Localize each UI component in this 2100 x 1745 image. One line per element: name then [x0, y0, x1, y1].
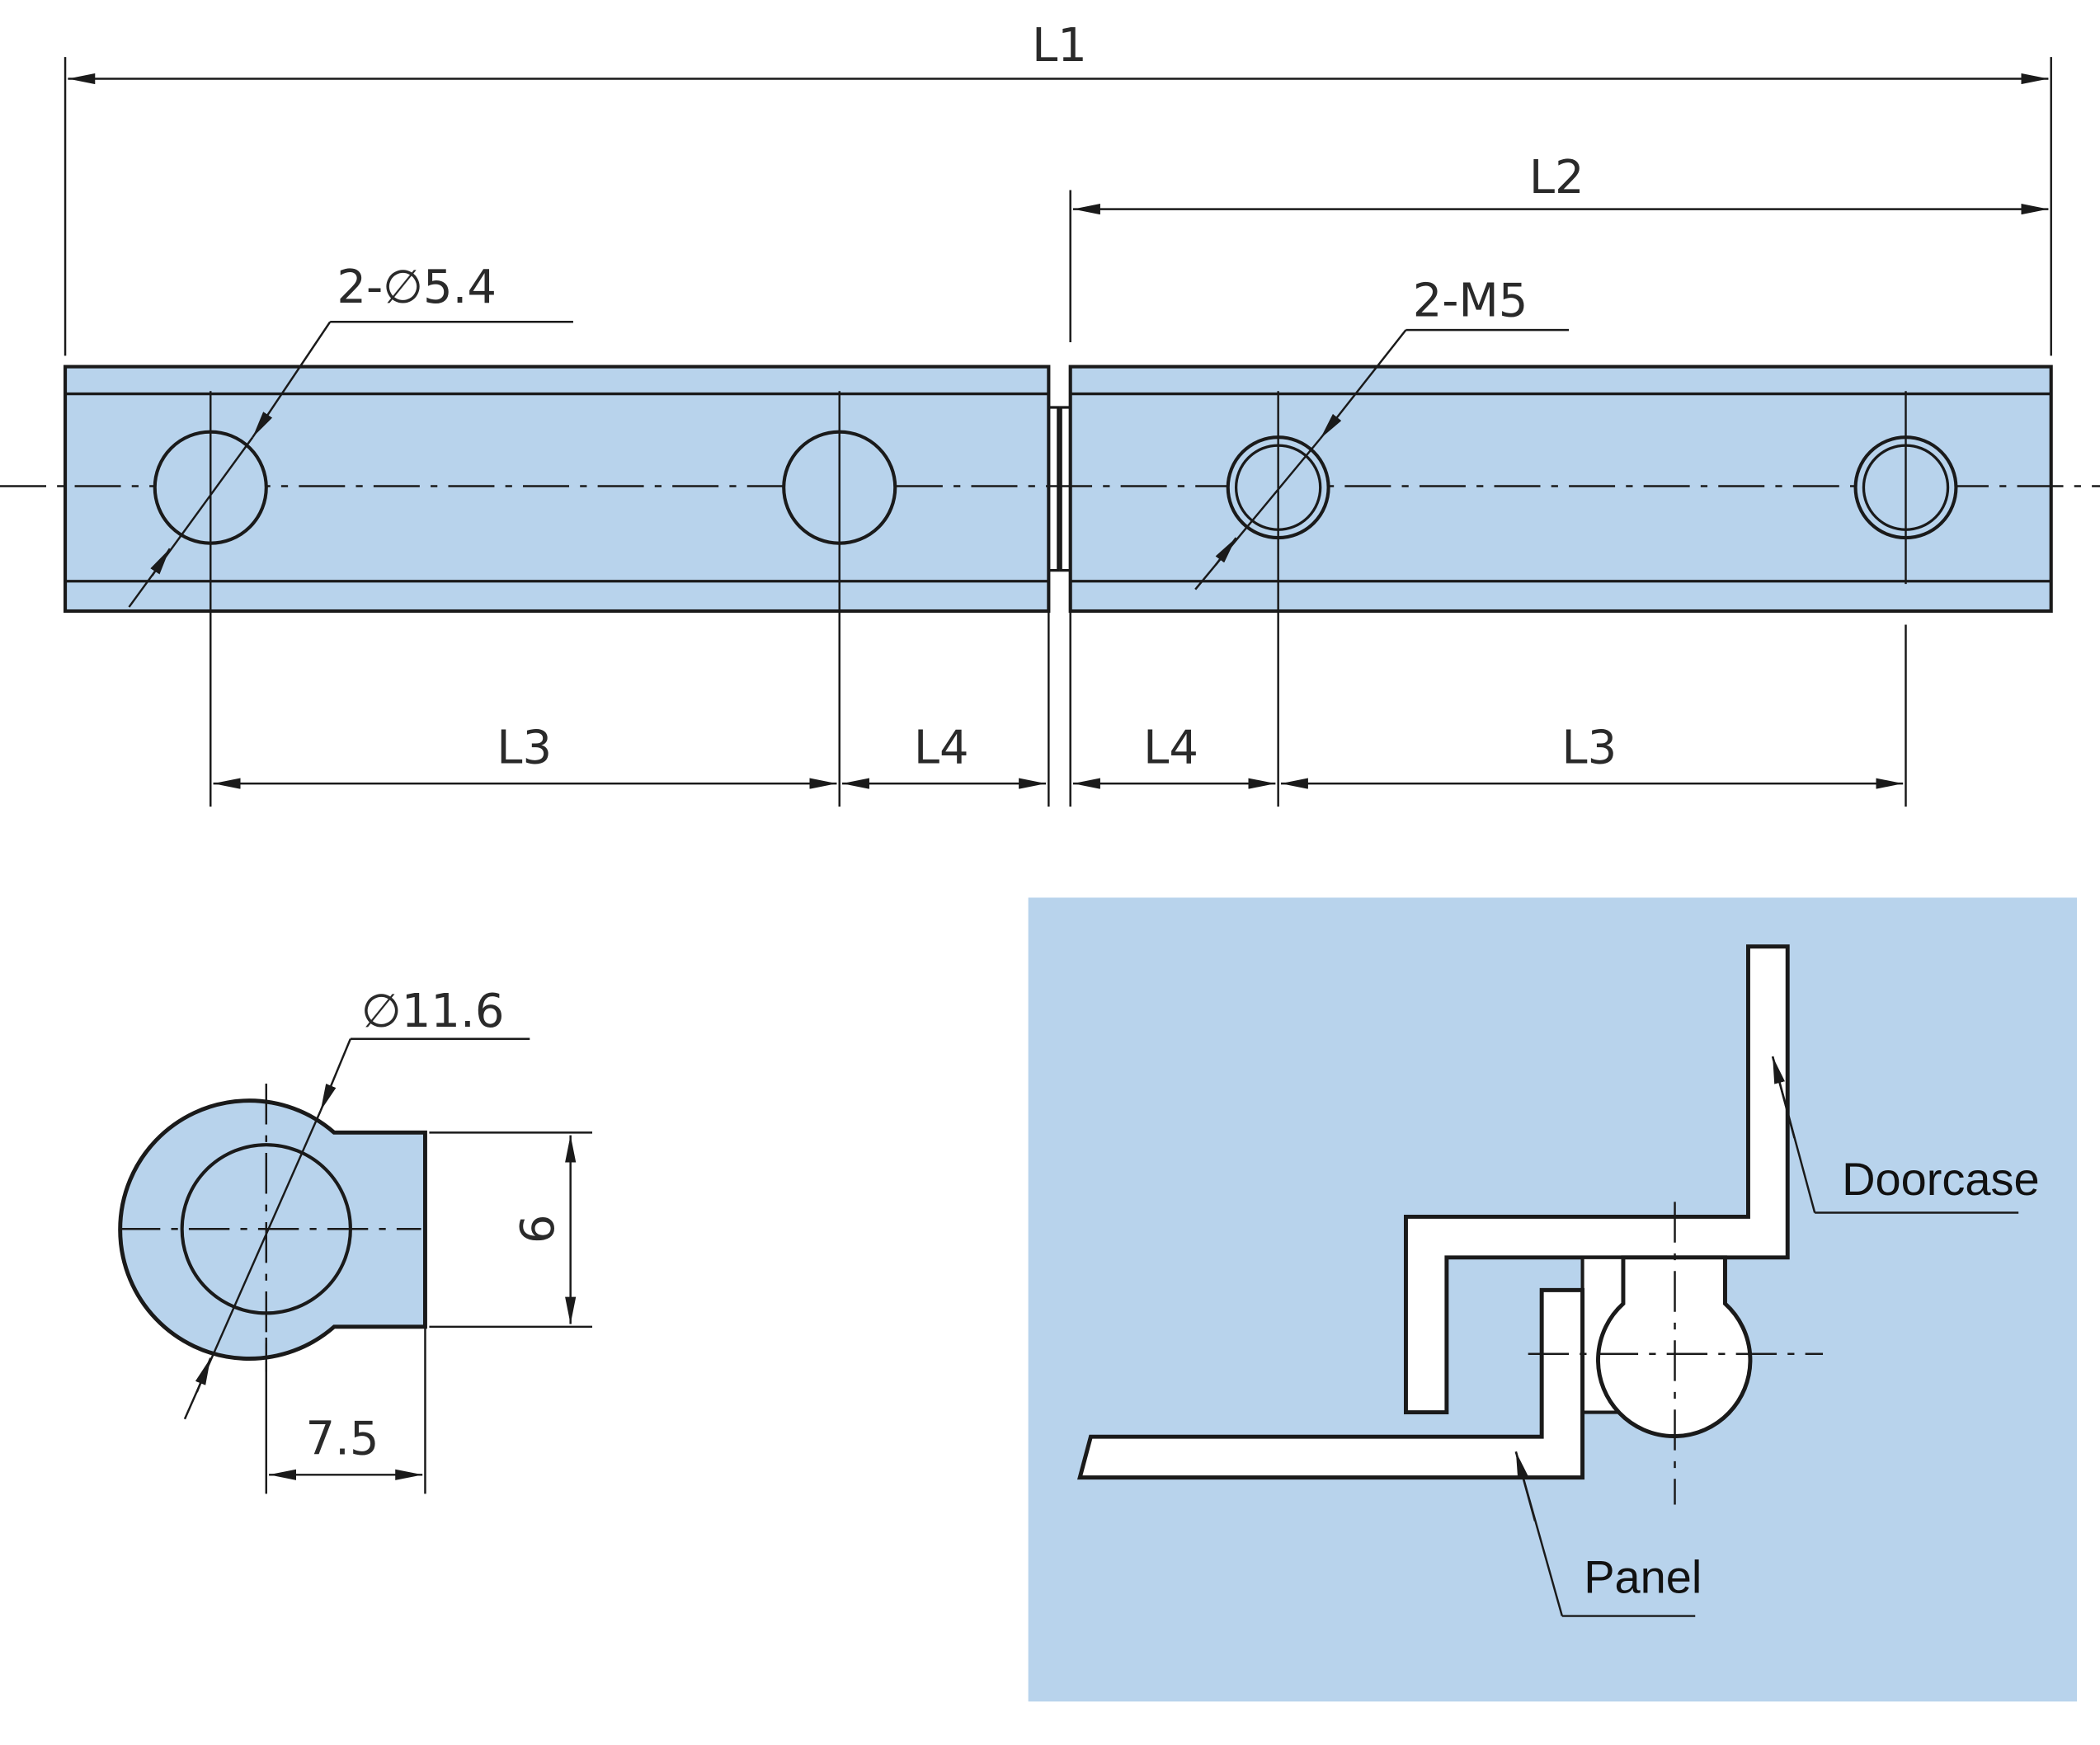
l4-left-label: L4	[914, 721, 969, 774]
hole-spec-left: 2-∅5.4	[337, 261, 497, 314]
l2-label: L2	[1529, 151, 1584, 205]
height-label: 9	[509, 1214, 563, 1244]
hinge-side-view: ∅11.6 9 7.5	[118, 985, 593, 1494]
l4-right-label: L4	[1143, 721, 1198, 774]
installation-diagram: Doorcase Panel	[1028, 897, 2078, 1702]
doorcase-profile	[1403, 944, 1790, 1415]
panel-profile	[1077, 1287, 1585, 1480]
offset-label: 7.5	[305, 1413, 379, 1466]
thread-spec-right: 2-M5	[1413, 275, 1528, 328]
doorcase-label: Doorcase	[1842, 1153, 2040, 1205]
l3-left-label: L3	[497, 721, 552, 774]
diameter-label: ∅11.6	[361, 985, 504, 1038]
panel-label: Panel	[1584, 1551, 1702, 1603]
l1-label: L1	[1032, 19, 1087, 73]
l3-right-label: L3	[1561, 721, 1617, 774]
hinge-top-view: L1 L2 L3 L4 L4 L3 2-∅5.4 2-M5	[0, 19, 2100, 807]
